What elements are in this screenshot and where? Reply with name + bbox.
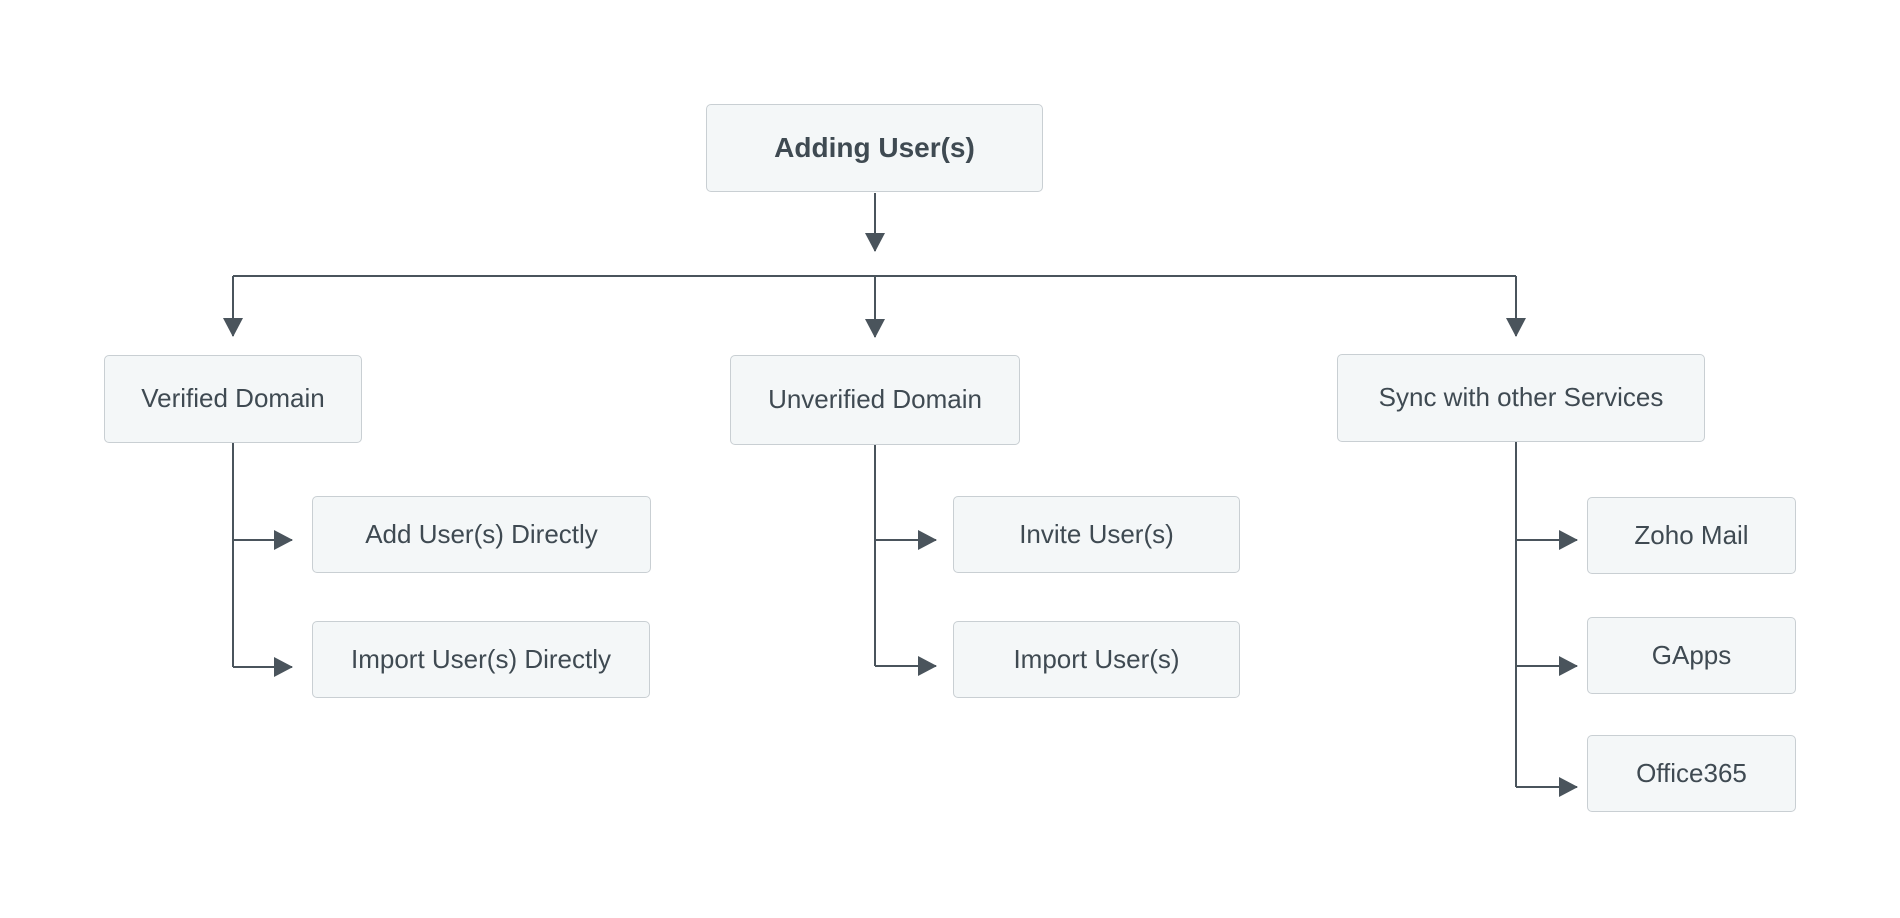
node-office365-label: Office365 — [1636, 757, 1747, 788]
node-gapps: GApps — [1587, 617, 1796, 694]
node-sync-label: Sync with other Services — [1378, 382, 1664, 413]
node-invite-users: Invite User(s) — [953, 496, 1240, 573]
node-import-users-directly-label: Import User(s) Directly — [350, 643, 611, 674]
node-zoho-mail-label: Zoho Mail — [1634, 519, 1749, 550]
node-verified-domain: Verified Domain — [104, 355, 362, 443]
node-add-users-directly: Add User(s) Directly — [312, 496, 651, 573]
node-unverified-domain-label: Unverified Domain — [768, 384, 982, 415]
node-add-users-directly-label: Add User(s) Directly — [365, 518, 598, 549]
node-unverified-domain: Unverified Domain — [730, 355, 1020, 445]
node-verified-domain-label: Verified Domain — [141, 383, 325, 414]
node-import-users-label: Import User(s) — [1013, 643, 1180, 674]
node-zoho-mail: Zoho Mail — [1587, 497, 1796, 574]
node-invite-users-label: Invite User(s) — [1019, 518, 1174, 549]
node-sync-with-other-services: Sync with other Services — [1337, 354, 1705, 442]
node-office365: Office365 — [1587, 735, 1796, 812]
node-import-users-directly: Import User(s) Directly — [312, 621, 650, 698]
node-gapps-label: GApps — [1651, 639, 1732, 670]
node-import-users: Import User(s) — [953, 621, 1240, 698]
node-adding-users-label: Adding User(s) — [774, 132, 975, 164]
node-adding-users: Adding User(s) — [706, 104, 1043, 192]
